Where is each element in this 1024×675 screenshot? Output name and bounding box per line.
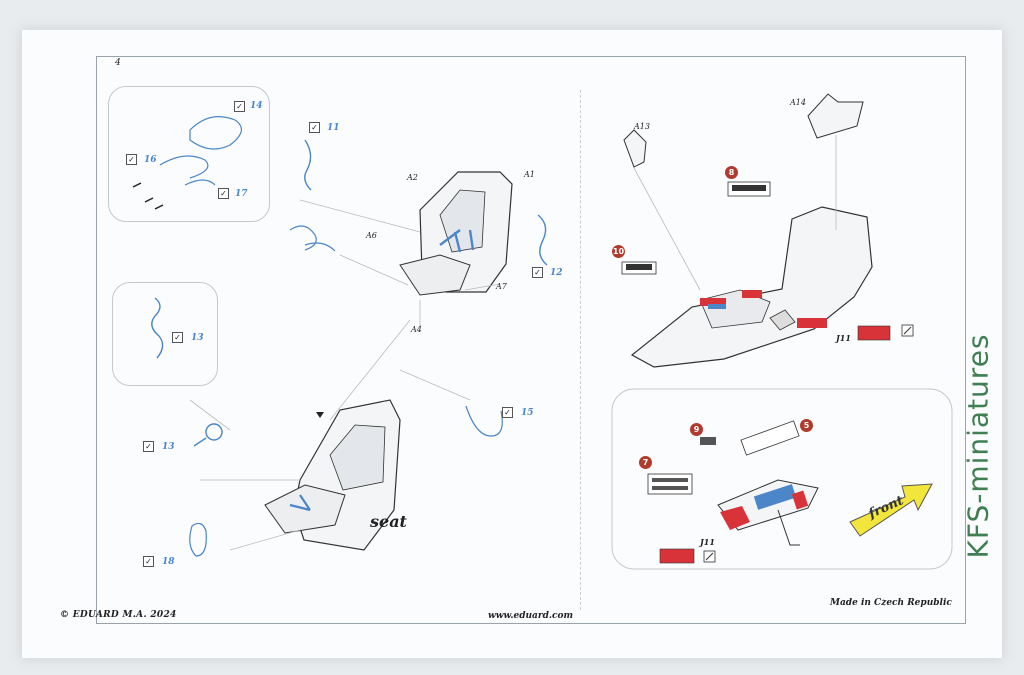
decal-badge-7: 7 (639, 456, 652, 469)
checkbox-17[interactable]: ✓ (218, 188, 229, 199)
detail-panel-harness (108, 86, 270, 222)
decal-badge-5: 5 (800, 419, 813, 432)
part-label-a13: A13 (634, 122, 650, 131)
part-label-a7: A7 (496, 282, 507, 291)
decal-badge-8: 8 (725, 166, 738, 179)
callout-18: 18 (162, 557, 175, 567)
callout-12: 12 (550, 268, 563, 278)
code-j11-lower: J11 (700, 537, 715, 547)
decal-badge-10: 10 (612, 245, 625, 258)
origin-footer: Made in Czech Republic (830, 598, 952, 608)
page-number: 4 (115, 58, 121, 68)
part-label-a14: A14 (790, 98, 806, 107)
seat-caption: seat (370, 512, 407, 531)
callout-15: 15 (521, 408, 534, 418)
callout-13-buckle: 13 (162, 442, 175, 452)
callout-17: 17 (235, 189, 248, 199)
checkbox-18[interactable]: ✓ (143, 556, 154, 567)
checkbox-15[interactable]: ✓ (502, 407, 513, 418)
checkbox-14[interactable]: ✓ (234, 101, 245, 112)
part-label-a6: A6 (366, 231, 377, 240)
part-label-a1: A1 (524, 170, 535, 179)
detail-panel-buckle (112, 282, 218, 386)
checkbox-16[interactable]: ✓ (126, 154, 137, 165)
callout-11: 11 (327, 123, 340, 133)
page-frame (96, 56, 966, 624)
website-link[interactable]: www.eduard.com (488, 611, 574, 621)
copyright-footer: © EDUARD M.A. 2024 (60, 610, 177, 620)
column-divider (580, 90, 581, 610)
callout-16: 16 (144, 155, 157, 165)
checkbox-12[interactable]: ✓ (532, 267, 543, 278)
part-label-a2: A2 (407, 173, 418, 182)
checkbox-11[interactable]: ✓ (309, 122, 320, 133)
code-j11-upper: J11 (836, 333, 851, 343)
part-label-a4: A4 (411, 325, 422, 334)
checkbox-13-strap[interactable]: ✓ (172, 332, 183, 343)
callout-14: 14 (250, 101, 263, 111)
instruction-sheet (22, 30, 1002, 658)
decal-badge-9: 9 (690, 423, 703, 436)
checkbox-13-buckle[interactable]: ✓ (143, 441, 154, 452)
watermark-text: KFS-miniatures (961, 333, 995, 559)
callout-13-strap: 13 (191, 333, 204, 343)
